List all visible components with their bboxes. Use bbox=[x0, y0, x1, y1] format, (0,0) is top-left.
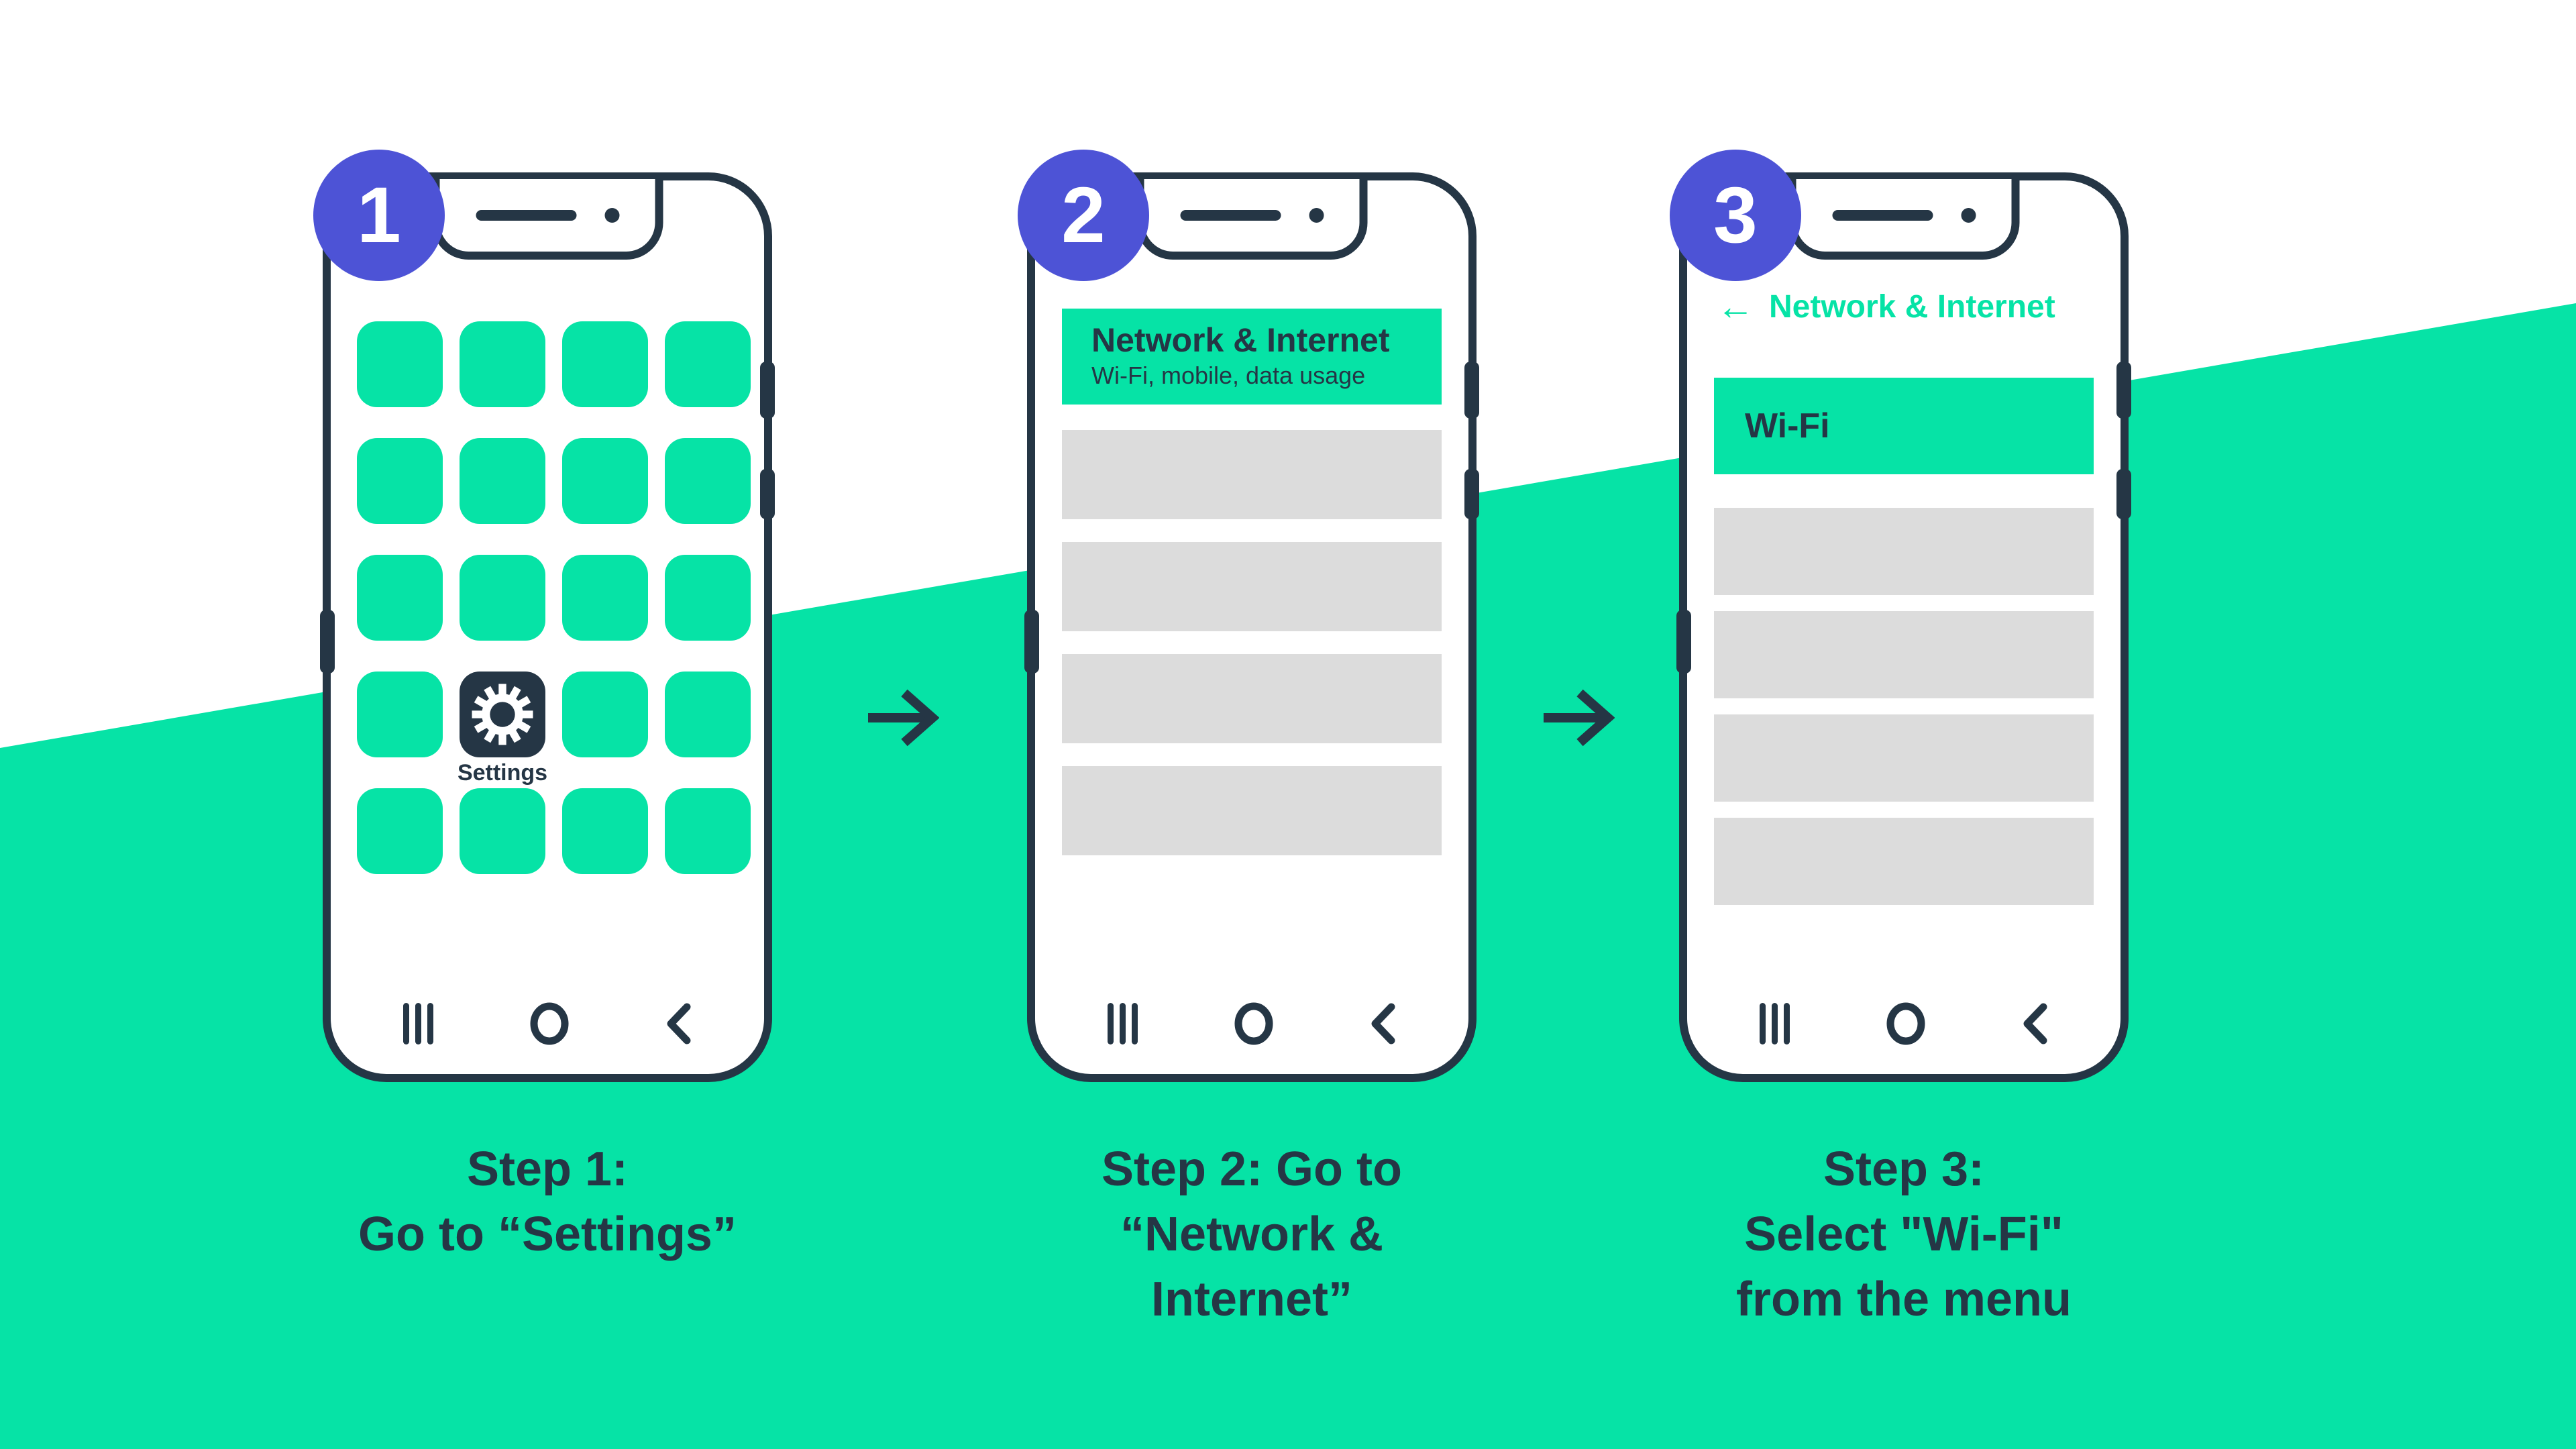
app-icon[interactable] bbox=[460, 555, 545, 641]
back-arrow-icon[interactable]: ← bbox=[1717, 285, 1754, 327]
flow-arrow-icon bbox=[1544, 689, 1615, 747]
recents-button[interactable] bbox=[1108, 1003, 1138, 1044]
speaker-icon bbox=[1180, 210, 1281, 221]
android-navbar bbox=[1035, 1002, 1468, 1046]
app-icon[interactable] bbox=[357, 438, 443, 524]
wifi-menu-item[interactable]: Wi-Fi bbox=[1714, 378, 2094, 474]
app-icon[interactable] bbox=[665, 672, 751, 757]
menu-item-placeholder[interactable] bbox=[1714, 818, 2094, 905]
power-button bbox=[1676, 610, 1691, 674]
screen-title: Network & Internet bbox=[1769, 288, 2055, 325]
home-screen-app-grid: Settings bbox=[357, 321, 751, 874]
app-icon[interactable] bbox=[665, 555, 751, 641]
volume-up-button bbox=[2116, 362, 2131, 419]
volume-down-button bbox=[760, 469, 775, 519]
volume-down-button bbox=[1464, 469, 1479, 519]
settings-menu-placeholders bbox=[1714, 508, 2094, 921]
settings-app-icon[interactable]: Settings bbox=[458, 672, 547, 786]
volume-up-button bbox=[760, 362, 775, 419]
settings-app-label: Settings bbox=[457, 760, 548, 786]
back-button[interactable] bbox=[1369, 1002, 1396, 1045]
phone-mockup-step-1: 1 Settings bbox=[313, 150, 775, 1082]
flow-arrow-icon bbox=[868, 689, 939, 747]
recents-button[interactable] bbox=[403, 1003, 433, 1044]
app-icon[interactable] bbox=[665, 321, 751, 407]
app-icon[interactable] bbox=[460, 321, 545, 407]
home-button[interactable] bbox=[1885, 1002, 1927, 1046]
step-badge: 3 bbox=[1670, 150, 1801, 281]
step-badge: 2 bbox=[1018, 150, 1149, 281]
power-button bbox=[320, 610, 335, 674]
app-icon[interactable] bbox=[357, 788, 443, 874]
home-button[interactable] bbox=[1233, 1002, 1275, 1046]
camera-icon bbox=[604, 208, 619, 223]
app-icon[interactable] bbox=[562, 321, 648, 407]
step-1-caption: Step 1: Go to “Settings” bbox=[358, 1142, 737, 1261]
settings-menu-placeholders bbox=[1062, 430, 1442, 878]
app-icon[interactable] bbox=[562, 555, 648, 641]
notch bbox=[1136, 179, 1368, 260]
menu-item-placeholder[interactable] bbox=[1062, 654, 1442, 743]
menu-item-placeholder[interactable] bbox=[1714, 714, 2094, 802]
back-button[interactable] bbox=[665, 1002, 692, 1045]
android-navbar bbox=[331, 1002, 764, 1046]
menu-item-placeholder[interactable] bbox=[1714, 508, 2094, 595]
step-2-caption: Step 2: Go to “Network & Internet” bbox=[1102, 1142, 1402, 1326]
camera-icon bbox=[1309, 208, 1324, 223]
app-icon[interactable] bbox=[562, 788, 648, 874]
speaker-icon bbox=[1832, 210, 1933, 221]
app-icon[interactable] bbox=[562, 672, 648, 757]
wifi-menu-item-label: Wi-Fi bbox=[1745, 407, 1830, 445]
phone-mockup-step-3: 3 ← Network & Internet Wi-Fi bbox=[1670, 150, 2131, 1082]
app-icon[interactable] bbox=[357, 672, 443, 757]
app-icon[interactable] bbox=[460, 788, 545, 874]
speaker-icon bbox=[476, 210, 576, 221]
menu-item-placeholder[interactable] bbox=[1062, 542, 1442, 631]
gear-icon bbox=[472, 684, 533, 745]
notch bbox=[431, 179, 663, 260]
menu-item-title: Network & Internet bbox=[1091, 321, 1390, 359]
menu-item-placeholder[interactable] bbox=[1062, 430, 1442, 519]
app-icon[interactable] bbox=[357, 321, 443, 407]
app-icon[interactable] bbox=[460, 438, 545, 524]
app-icon[interactable] bbox=[665, 788, 751, 874]
menu-item-subtitle: Wi-Fi, mobile, data usage bbox=[1091, 362, 1366, 389]
power-button bbox=[1024, 610, 1039, 674]
phone-mockup-step-2: 2 Network & Internet Wi-Fi, mobile, data… bbox=[1018, 150, 1479, 1082]
volume-down-button bbox=[2116, 469, 2131, 519]
step-badge: 1 bbox=[313, 150, 445, 281]
menu-item-placeholder[interactable] bbox=[1062, 766, 1442, 855]
network-internet-menu-item[interactable]: Network & Internet Wi-Fi, mobile, data u… bbox=[1062, 309, 1442, 405]
camera-icon bbox=[1961, 208, 1976, 223]
back-button[interactable] bbox=[2021, 1002, 2048, 1045]
recents-button[interactable] bbox=[1760, 1003, 1790, 1044]
volume-up-button bbox=[1464, 362, 1479, 419]
home-button[interactable] bbox=[529, 1002, 570, 1046]
notch bbox=[1788, 179, 2020, 260]
app-icon[interactable] bbox=[665, 438, 751, 524]
step-3-caption: Step 3: Select "Wi-Fi" from the menu bbox=[1735, 1142, 2072, 1326]
android-navbar bbox=[1687, 1002, 2121, 1046]
screen-header: ← Network & Internet bbox=[1717, 286, 2055, 327]
app-icon[interactable] bbox=[562, 438, 648, 524]
app-icon[interactable] bbox=[357, 555, 443, 641]
menu-item-placeholder[interactable] bbox=[1714, 611, 2094, 698]
